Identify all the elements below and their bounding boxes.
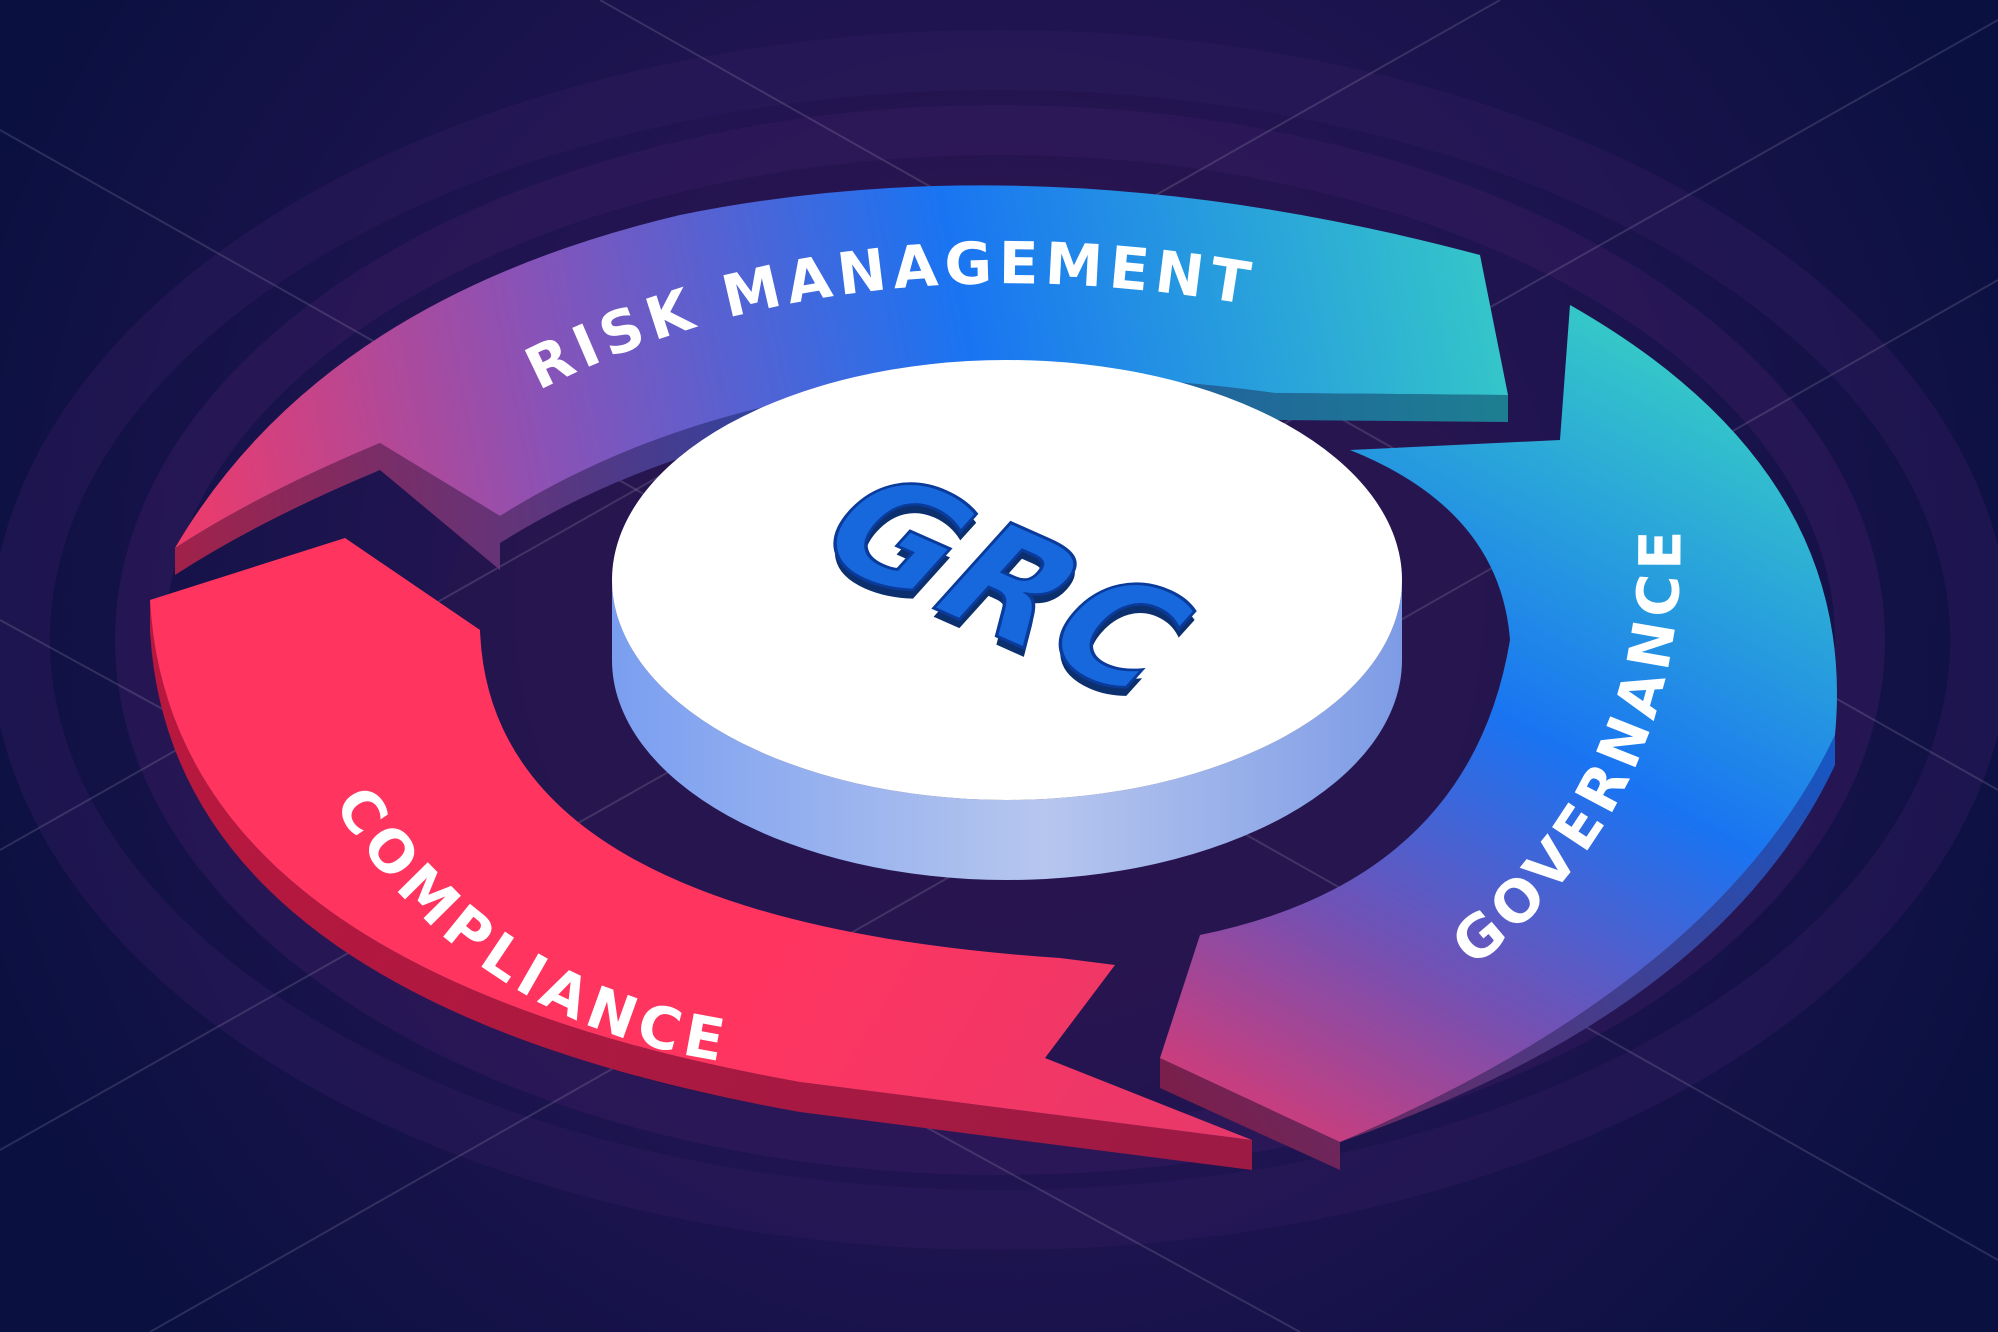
segment-governance: GOVERNANCE — [1160, 305, 1837, 1170]
center-disc-top — [612, 360, 1402, 800]
risk-management-arrow — [175, 185, 1508, 549]
center-disc: GRC GRC — [612, 360, 1402, 880]
risk-management-arrow-side — [175, 376, 1508, 575]
governance-arrow — [1160, 305, 1837, 1142]
compliance-arrow — [150, 538, 1252, 1140]
center-disc-side — [612, 580, 1402, 880]
segment-risk-management: RISK MANAGEMENT — [175, 185, 1508, 575]
